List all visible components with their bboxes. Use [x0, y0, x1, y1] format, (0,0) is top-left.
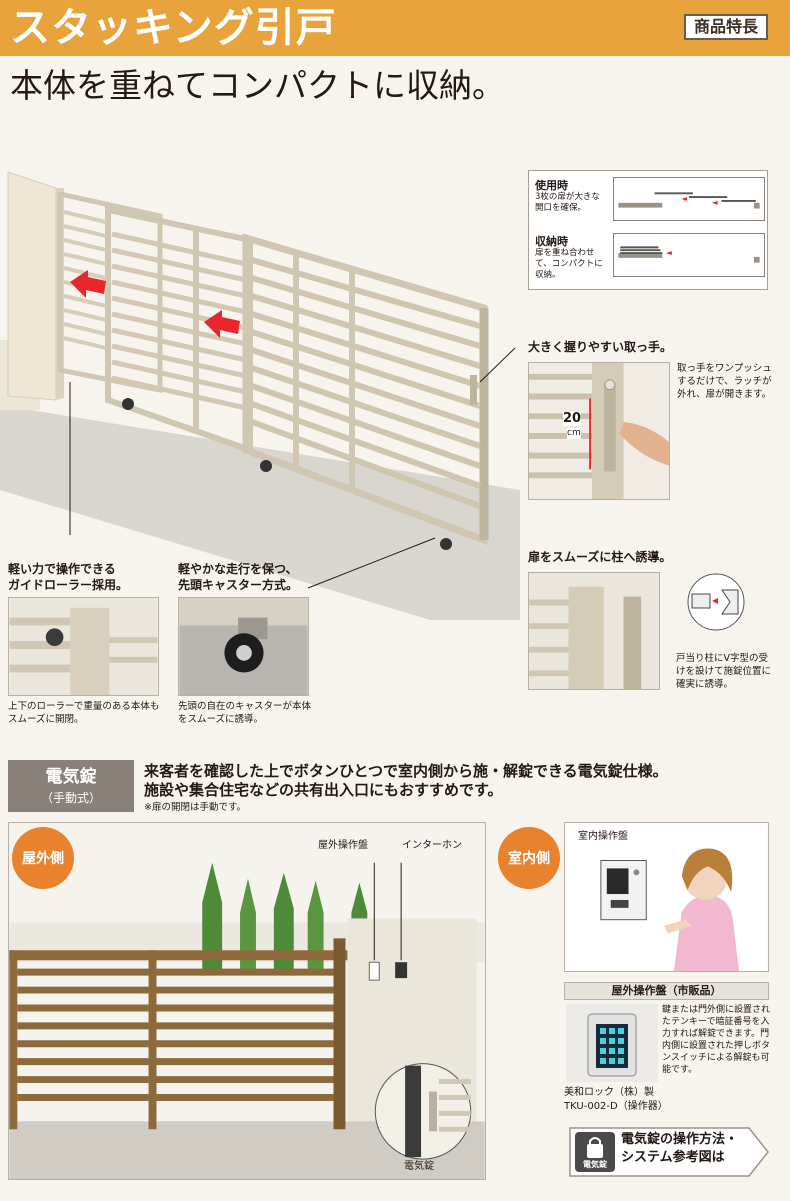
roller-title-line1: 軽い力で操作できる	[8, 562, 116, 576]
electric-lock-part-label: 電気錠	[404, 1161, 434, 1172]
outdoor-panel-desc: 鍵または門外側に設置されたテンキーで暗証番号を入力すれば解錠できます。門内側に設…	[662, 1005, 771, 1075]
electric-lock-banner: 電気錠 （手動式）	[8, 760, 134, 812]
guide-photo	[528, 572, 660, 690]
usage-in-use-title: 使用時	[535, 179, 568, 192]
keypad-photo	[566, 1004, 658, 1082]
roller-title-line2: ガイドローラー採用。	[8, 578, 129, 592]
reference-text: 電気錠の操作方法・ システム参考図は	[621, 1131, 738, 1167]
usage-stored-desc: 扉を重ね合わせて、コンパクトに収納。	[535, 248, 603, 280]
electric-lock-reference-link[interactable]: 電気錠 電気錠の操作方法・ システム参考図は	[569, 1127, 769, 1177]
reference-text-line2: システム参考図は	[621, 1150, 725, 1165]
outdoor-scene	[8, 822, 486, 1180]
page-subtitle: 本体を重ねてコンパクトに収納。	[10, 66, 505, 105]
page-title: スタッキング引戸	[10, 5, 337, 51]
stacking-gate-illustration	[0, 171, 520, 620]
electric-lock-sub: （手動式）	[40, 791, 101, 805]
indoor-scene	[564, 822, 769, 972]
handle-size-number: 20	[563, 411, 582, 426]
usage-diagram-panel: 使用時 3枚の扉が大きな開口を確保。 収納時 扉を重ね合わせて、コンパクトに収納…	[528, 170, 768, 290]
roller-desc: 上下のローラーで重量のある本体もスムーズに開閉。	[8, 701, 160, 725]
usage-stored-diagram	[613, 233, 765, 277]
reference-text-line1: 電気錠の操作方法・	[621, 1132, 739, 1147]
caster-desc: 先頭の自在のキャスターが本体をスムーズに誘導。	[178, 701, 312, 725]
reference-arrow-frame	[569, 1127, 769, 1177]
electric-lock-desc: 来客者を確認した上でボタンひとつで室内側から施・解錠できる電気錠仕様。 施設や集…	[144, 762, 668, 800]
handle-photo	[528, 362, 670, 500]
header-bar: スタッキング引戸 商品特長	[0, 0, 790, 56]
outdoor-panel-label: 屋外操作盤	[318, 840, 368, 851]
outdoor-panel-maker: 美和ロック（株）製	[564, 1087, 654, 1098]
handle-size-unit: cm	[567, 428, 581, 439]
caster-title-line2: 先頭キャスター方式。	[178, 578, 299, 592]
electric-lock-desc-line2: 施設や集合住宅などの共有出入口にもおすすめです。	[144, 781, 503, 799]
outdoor-tag: 屋外側	[12, 827, 74, 889]
outdoor-panel-title: 屋外操作盤（市販品）	[564, 982, 769, 1000]
guide-title: 扉をスムーズに柱へ誘導。	[528, 550, 672, 564]
outdoor-panel-model: TKU-002-D（操作器）	[564, 1101, 668, 1112]
usage-stored-title: 収納時	[535, 235, 568, 248]
handle-title: 大きく握りやすい取っ手。	[528, 340, 673, 354]
reference-icon-label: 電気錠	[583, 1160, 607, 1169]
indoor-panel-label: 室内操作盤	[578, 830, 628, 843]
electric-lock-desc-line1: 来客者を確認した上でボタンひとつで室内側から施・解錠できる電気錠仕様。	[144, 762, 668, 780]
usage-in-use-desc: 3枚の扉が大きな開口を確保。	[535, 192, 600, 213]
feature-badge: 商品特長	[683, 14, 768, 40]
caster-photo	[178, 597, 309, 696]
electric-lock-label: 電気錠	[45, 767, 97, 787]
electric-lock-icon: 電気錠	[575, 1132, 615, 1172]
handle-desc: 取っ手をワンプッシュするだけで、ラッチが外れ、扉が開きます。	[677, 363, 772, 400]
intercom-label: インターホン	[402, 840, 462, 851]
v-guide-diagram	[687, 573, 745, 631]
usage-in-use-diagram	[613, 177, 765, 221]
guide-desc: 戸当り柱にV字型の受けを設けて施錠位置に確実に誘導。	[676, 653, 772, 690]
indoor-tag: 室内側	[498, 827, 560, 889]
electric-lock-note: ※扉の開閉は手動です。	[144, 802, 247, 813]
caster-title-line1: 軽やかな走行を保つ、	[178, 562, 298, 576]
roller-photo	[8, 597, 159, 696]
